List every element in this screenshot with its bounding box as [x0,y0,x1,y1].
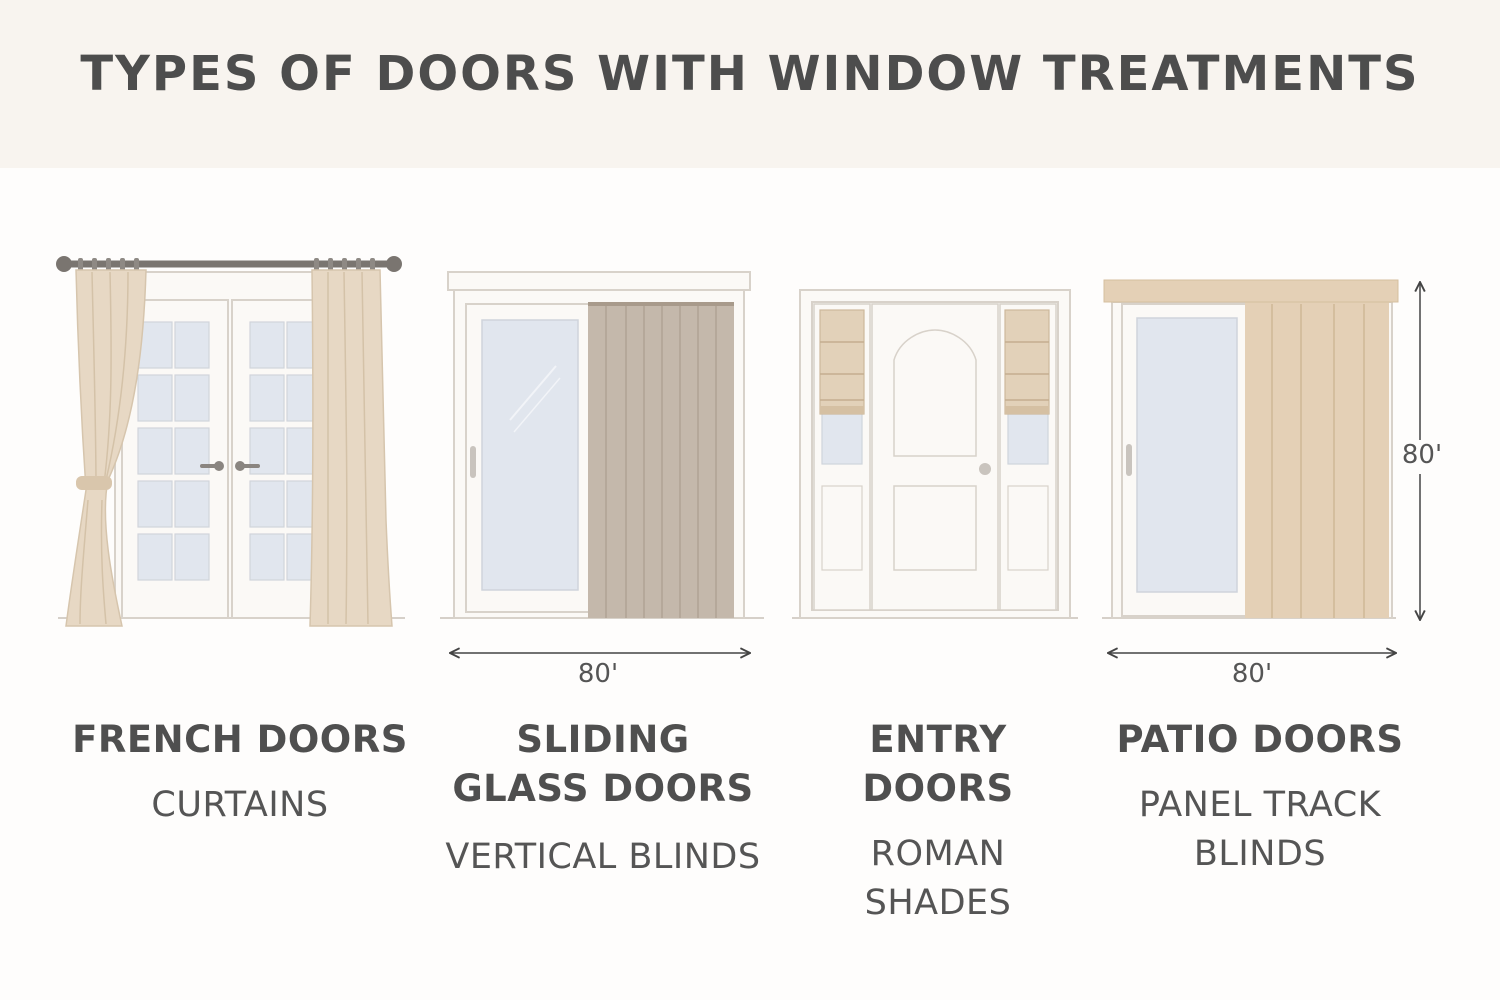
doorknob-icon [979,463,991,475]
french-glass-panes [137,321,322,581]
door-name: FRENCH DOORS [72,718,408,761]
door-handles-icon [200,461,260,471]
door-name: SLIDING GLASS DOORS [452,718,754,810]
door-name: PATIO DOORS [1116,718,1404,761]
card-sliding-glass-doors: SLIDING GLASS DOORS VERTICAL BLINDS [440,715,766,882]
patio-height-label: 80' [1401,440,1443,470]
header-banner: TYPES OF DOORS WITH WINDOW TREATMENTS [0,0,1500,168]
card-entry-doors: ENTRY DOORS ROMAN SHADES [790,715,1086,928]
treatment-name: PANEL TRACK BLINDS [1138,785,1382,874]
patio-doors-illustration [1102,279,1446,653]
right-curtain [309,269,393,627]
door-name: ENTRY DOORS [862,718,1014,810]
valance [1103,279,1399,303]
blind-slats [605,304,717,618]
glass-pane [481,319,579,591]
entry-doors-illustration [792,289,1078,619]
curtain-tieback [76,476,112,490]
roman-shades [819,309,1050,415]
door-pull-icon [1126,444,1132,476]
patio-width-label: 80' [1231,659,1273,689]
card-patio-doors: PATIO DOORS PANEL TRACK BLINDS [1110,715,1410,879]
french-doors-illustration [56,256,405,627]
card-french-doors: FRENCH DOORS CURTAINS [70,715,410,830]
glass-pane [1136,317,1238,593]
treatment-name: CURTAINS [151,785,329,825]
sliding-glass-doors-illustration [440,271,764,653]
page-title: TYPES OF DOORS WITH WINDOW TREATMENTS [80,46,1420,102]
vertical-blinds [588,302,734,618]
treatment-name: ROMAN SHADES [864,834,1012,923]
left-curtain [65,269,147,627]
treatment-name: VERTICAL BLINDS [445,837,761,877]
curtain-rings [78,258,375,272]
blind-panels [1271,304,1365,618]
panel-track-blinds [1245,302,1389,618]
arched-panel [893,329,977,457]
top-header [447,271,751,291]
door-pull-icon [470,446,476,478]
sliding-width-label: 80' [577,659,619,689]
